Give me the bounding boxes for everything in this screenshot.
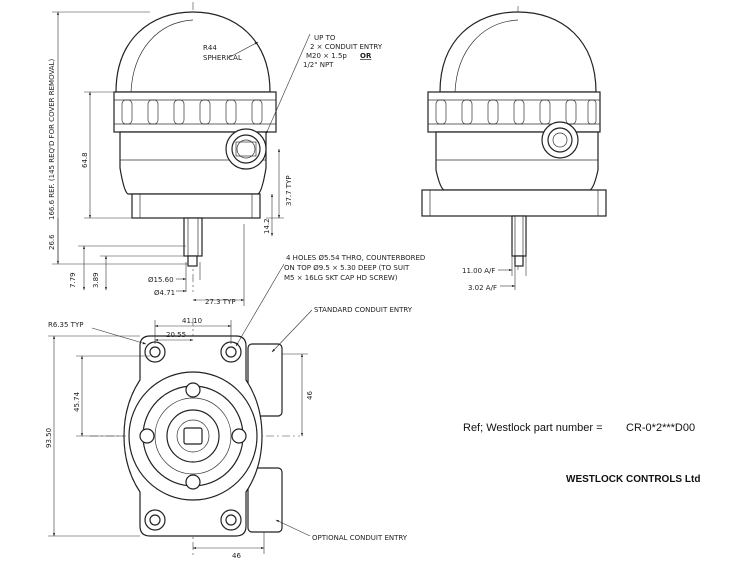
conduit-label-2: 2 × CONDUIT ENTRY: [310, 43, 383, 51]
dome-radius-label-1: R44: [203, 44, 217, 52]
front-dimensions: 166.6 REF. (145 REQ'D FOR COVER REMOVAL)…: [48, 11, 383, 306]
standard-conduit-boss: [247, 343, 283, 417]
dim-7-79: 7.79: [69, 272, 77, 288]
front-elevation: [113, 2, 277, 292]
dim-14-2: 14.2: [263, 218, 271, 234]
standard-conduit-label: STANDARD CONDUIT ENTRY: [314, 306, 413, 314]
conduit-label-5: 1/2" NPT: [303, 61, 334, 69]
dim-d4-71: Ø4.71: [154, 289, 175, 297]
conduit-entry-boss: [225, 128, 267, 170]
conduit-label-3: M20 × 1.5p: [306, 52, 347, 60]
conduit-label-or: OR: [360, 52, 372, 60]
drive-shaft: [183, 217, 203, 267]
dim-26-6: 26.6: [48, 234, 56, 250]
part-number-label: Ref; Westlock part number =: [463, 422, 603, 434]
dim-45-74: 45.74: [73, 391, 81, 412]
dome-radius-label-2: SPHERICAL: [203, 54, 242, 62]
part-number-value: CR-0*2***D00: [626, 422, 695, 434]
side-elevation: [421, 6, 607, 270]
dim-64-8: 64.8: [81, 152, 89, 168]
corner-radius-label: R6.35 TYP: [48, 321, 83, 329]
optional-conduit-label: OPTIONAL CONDUIT ENTRY: [312, 534, 408, 542]
dim-46-horizontal: 46: [232, 552, 241, 560]
dim-37-7: 37.7 TYP: [285, 175, 293, 206]
holes-note-3: M5 × 16LG SKT CAP HD SCREW): [284, 274, 398, 282]
plan-view: [90, 318, 300, 556]
plan-dimensions: 41.10 20.55 R6.35 TYP 93.50 45.74 46 46 …: [45, 254, 425, 560]
dim-46-vertical: 46: [306, 391, 314, 400]
mounting-base: [131, 193, 261, 219]
company-name: WESTLOCK CONTROLS Ltd: [566, 474, 700, 485]
dim-11-00-af: 11.00 A/F: [462, 267, 495, 275]
dim-20-55: 20.55: [166, 331, 186, 339]
dome-cover: [115, 11, 271, 93]
optional-conduit-boss: [247, 467, 283, 533]
dim-3-89: 3.89: [92, 272, 100, 288]
holes-note-2: ON TOP Ø9.5 × 5.30 DEEP (TO SUIT: [284, 264, 410, 272]
dim-27-3: 27.3 TYP: [205, 298, 236, 306]
holes-note-1: 4 HOLES Ø5.54 THRO, COUNTERBORED: [286, 254, 425, 262]
side-dimensions: 11.00 A/F 3.02 A/F: [462, 246, 527, 292]
dim-3-02-af: 3.02 A/F: [468, 284, 497, 292]
dim-93-50: 93.50: [45, 428, 53, 448]
dim-41-10: 41.10: [182, 317, 202, 325]
cover-removal-label: 166.6 REF. (145 REQ'D FOR COVER REMOVAL): [48, 59, 56, 220]
cover-ring: [113, 91, 277, 133]
mounting-holes: [144, 341, 242, 531]
conduit-label-1: UP TO: [314, 34, 336, 42]
cover-ribs: [121, 99, 263, 125]
dim-d15-60: Ø15.60: [148, 276, 174, 284]
